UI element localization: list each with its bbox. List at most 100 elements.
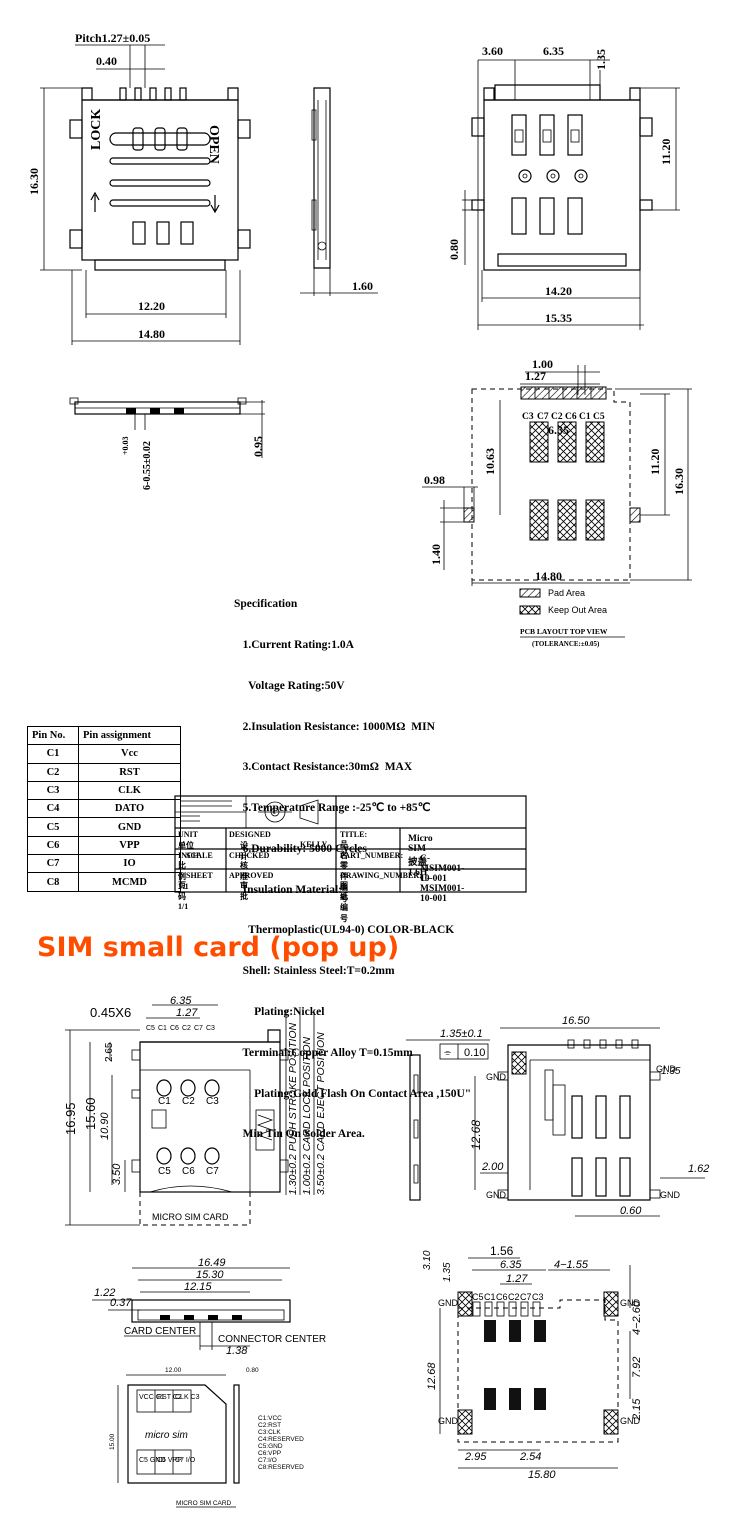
pitch-label: Pitch1.27±0.05 (75, 31, 150, 45)
part-label: PART_NUMBER: (340, 851, 404, 860)
card-caption: MICRO SIM CARD (176, 1500, 232, 1507)
front-view: Pitch1.27±0.05 0.40 LOCK OPEN (27, 31, 251, 345)
left-contact-c1: C1 (158, 1096, 171, 1107)
approved-cn: 审批 (240, 881, 248, 901)
left-contact-c5: C5 (158, 1166, 171, 1177)
right-gnd-bl: GND (486, 1190, 507, 1200)
pcb-layout: 1.00 1.27 C3 C7 C2 C6 C1 C5 6.35 10.63 1… (422, 357, 692, 648)
pcb2-dim-1580: 15.80 (528, 1469, 556, 1481)
bottom-right-view: 1.35±0.1 ⌯ 0.10 16.50 GND GND G (406, 1015, 709, 1217)
pcb2-dim-156: 1.56 (490, 1244, 514, 1258)
pcb2-gnd-br: GND (620, 1416, 641, 1426)
pin-assign: MCMD (78, 872, 181, 892)
dim-b: 6.35 (543, 44, 564, 58)
card-legend-4: C4:RESERVED (258, 1436, 304, 1443)
side-view: 1.60 (300, 87, 378, 296)
unit-value: 单位 INCH (178, 841, 199, 860)
scale-label: SCALE (186, 851, 213, 860)
spec-line: 2.Insulation Resistance: 1000MΩ MIN (234, 720, 435, 733)
pin-assign: RST (78, 762, 181, 782)
pcb-pin-c6: C6 (565, 412, 577, 422)
right-dim-162: 1.62 (688, 1163, 709, 1175)
checked-cn: 核准 (240, 861, 248, 881)
pcb-dim-098: 0.98 (424, 473, 445, 487)
pads-dim: 0.45X6 (90, 1005, 131, 1020)
legend-keepout: Keep Out Area (548, 605, 607, 615)
pcb-pin-c2: C2 (551, 412, 563, 422)
lock-position: 1.00±0.2 CARD LOCK POSITION (301, 1037, 313, 1195)
pcb2-pin-c2: C2 (508, 1292, 520, 1302)
right-gnd-tr: GND (656, 1064, 677, 1074)
height-dim: 16.30 (27, 168, 41, 195)
left-pin-c3: C3 (206, 1025, 215, 1032)
card-cell-c6: C6 VPP (157, 1457, 182, 1464)
right-dim-1268: 12.68 (469, 1120, 483, 1150)
left-dim-350: 3.50 (111, 1163, 123, 1185)
pcb-pitch: 1.27 (525, 369, 546, 383)
profile-dim-1530: 15.30 (196, 1269, 224, 1281)
pcb2-gnd-tl: GND (438, 1298, 459, 1308)
pcb-caption: PCB LAYOUT TOP VIEW (520, 627, 608, 636)
drawing-cn: 图纸编号 (340, 881, 348, 923)
designed-label: DESIGNED (229, 830, 271, 839)
pin-assign: DATO (78, 799, 181, 819)
push-stroke: 1.30±0.2 PUSH STROKE POSITION (287, 1023, 299, 1195)
left-contact-c6: C6 (182, 1166, 195, 1177)
card-cell-c3: CLK C3 (175, 1394, 200, 1401)
bottom-pcb-view: 1.56 6.35 1.27 4−1.55 3.10 1.35 4−2.60 C… (422, 1244, 643, 1481)
pin-no: C6 (27, 835, 79, 856)
pin-no: C5 (27, 817, 79, 837)
flatness-val: 0.10 (464, 1047, 485, 1059)
sheet-label: SHEET (186, 871, 213, 880)
part-cn: 零件编号 (340, 861, 348, 903)
drawing-value: C-MSIM001-10-001 (420, 874, 465, 904)
scale-value: 比例 1:1 (178, 861, 189, 891)
pcb-pin-c7: C7 (537, 412, 549, 422)
unit-label: UNIT (178, 830, 199, 839)
pcb2-gnd-bl: GND (438, 1416, 459, 1426)
right-dim-135b: 1.35 (661, 1066, 681, 1077)
pcb-pin-c5: C5 (593, 412, 605, 422)
pcb-dim-1120: 11.20 (648, 449, 662, 475)
pcb2-dim-635: 6.35 (500, 1259, 522, 1271)
card-width: 12.00 (165, 1367, 182, 1374)
left-pin-c2: C2 (182, 1025, 191, 1032)
pcb-pad-width: 1.00 (532, 357, 553, 371)
card-cell-c1: VCC C1 (139, 1394, 165, 1401)
specification-block: Specification 1.Current Rating:1.0A Volt… (234, 571, 471, 1156)
back-inner-width: 14.20 (545, 284, 572, 298)
pcb2-dim-310: 3.10 (422, 1250, 433, 1270)
lock-label: LOCK (89, 109, 104, 150)
pcb-pin-c1: C1 (579, 412, 591, 422)
right-width: 16.50 (562, 1015, 590, 1027)
pcb2-pin-c1: C1 (484, 1292, 496, 1302)
inner-width-dim: 12.20 (138, 299, 165, 313)
spec-line: Min Tin On Solder Area. (234, 1128, 365, 1141)
bottom-left-view: 0.45X6 6.35 1.27 C5 C1 C6 C2 C7 C3 C1 C2… (63, 995, 327, 1226)
spec-line: 6.Durability: 5000 Cycles (234, 842, 367, 855)
pcb-tolerance: (TOLERANCE:±0.05) (532, 640, 600, 648)
title-cn: 品名 (340, 840, 348, 860)
left-pin-c5: C5 (146, 1025, 155, 1032)
dim-c: 1.35 (594, 49, 608, 70)
pin-no: C8 (27, 872, 79, 892)
pin-assign: Vcc (78, 744, 181, 764)
pcb2-pin-c7: C7 (520, 1292, 532, 1302)
left-pin-c7: C7 (194, 1025, 203, 1032)
connector-center: CONNECTOR CENTER (218, 1334, 326, 1345)
card-legend-1: C1:VCC (258, 1415, 282, 1422)
left-pin-c6: C6 (170, 1025, 179, 1032)
pin-assign: IO (78, 854, 181, 874)
pcb-pin-c3: C3 (522, 412, 534, 422)
pcb2-dim-135: 1.35 (442, 1262, 453, 1282)
card-legend-8: C8:RESERVED (258, 1464, 304, 1471)
thickness-dim: 1.60 (352, 279, 373, 293)
pcb-dim-1063: 10.63 (483, 448, 497, 475)
pin-assign: CLK (78, 780, 181, 801)
designer-name: KELLY (300, 840, 328, 849)
pcb2-dim-4-260: 4−2.60 (631, 1300, 643, 1335)
card-legend-6: C6:VPP (258, 1450, 281, 1457)
legend-pad: Pad Area (548, 588, 585, 598)
pin-no-header: Pin No. (27, 725, 79, 746)
pin-assign: VPP (78, 835, 181, 856)
